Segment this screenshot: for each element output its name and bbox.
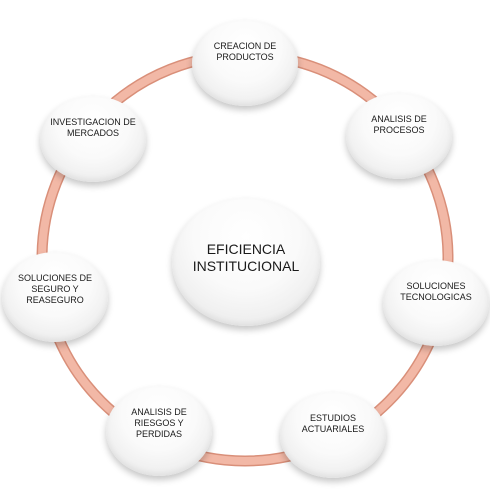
node-soluciones-de-seguro-y-reaseguro: SOLUCIONES DE SEGURO Y REASEGURO [2, 252, 108, 342]
node-label: SOLUCIONES TECNOLOGICAS [400, 281, 472, 302]
center-node: EFICIENCIA INSTITUCIONAL [172, 198, 320, 326]
node-label: CREACION DE PRODUCTOS [213, 41, 277, 62]
node-label: ANALISIS DE RIESGOS Y PERDIDAS [131, 407, 187, 439]
node-soluciones-tecnologicas: SOLUCIONES TECNOLOGICAS [383, 260, 489, 346]
node-label: ESTUDIOS ACTUARIALES [301, 413, 365, 434]
node-analisis-de-procesos: ANALISIS DE PROCESOS [346, 93, 452, 179]
node-estudios-actuariales: ESTUDIOS ACTUARIALES [280, 392, 386, 478]
node-label: INVESTIGACION DE MERCADOS [50, 117, 136, 138]
node-investigacion-de-mercados: INVESTIGACION DE MERCADOS [40, 96, 146, 182]
node-creacion-de-productos: CREACION DE PRODUCTOS [192, 20, 298, 106]
center-label: EFICIENCIA INSTITUCIONAL [192, 241, 300, 274]
node-label: SOLUCIONES DE SEGURO Y REASEGURO [17, 273, 93, 305]
node-label: ANALISIS DE PROCESOS [371, 114, 427, 135]
node-analisis-de-riesgos-y-perdidas: ANALISIS DE RIESGOS Y PERDIDAS [106, 386, 212, 476]
